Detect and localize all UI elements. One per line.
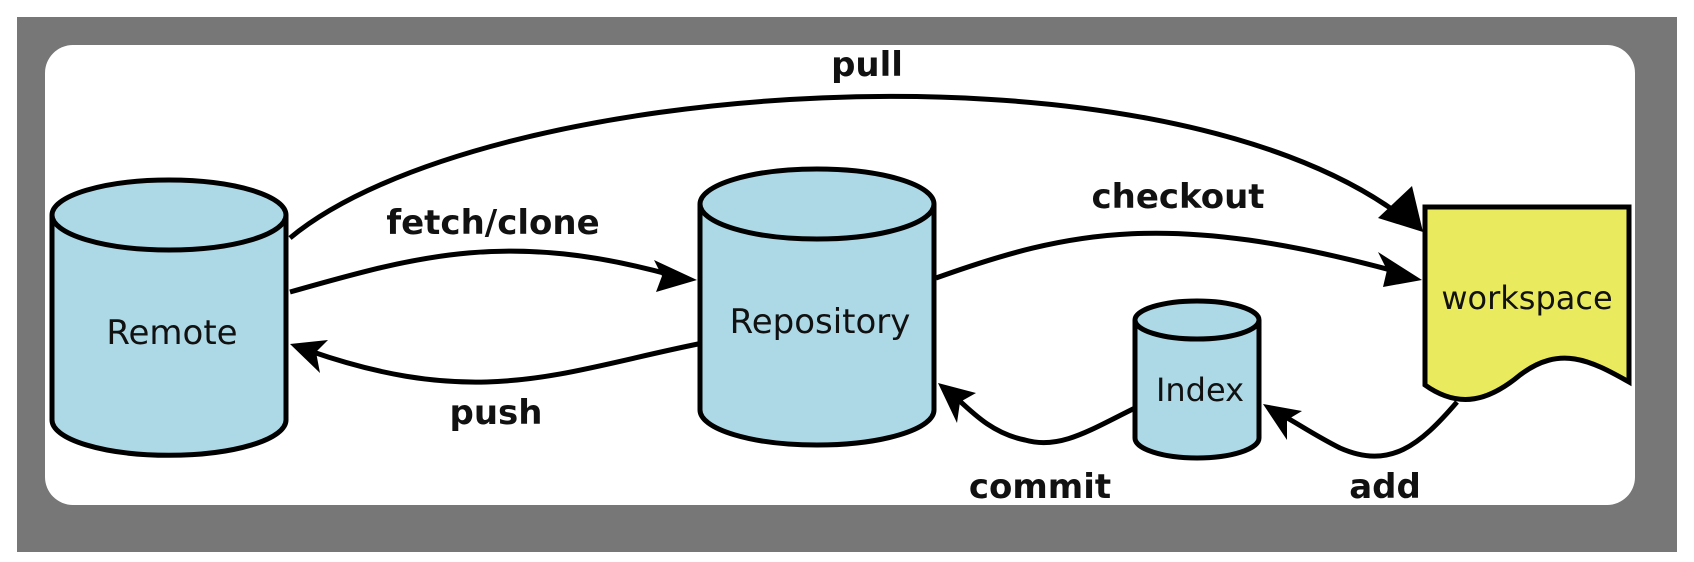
arrowhead-add xyxy=(1263,404,1302,440)
edge-commit xyxy=(938,383,1137,446)
edge-fetch-clone xyxy=(289,248,697,295)
edge-pull xyxy=(288,93,1423,240)
node-workspace xyxy=(1422,204,1632,402)
node-repository xyxy=(697,166,937,448)
edge-label-commit: commit xyxy=(969,467,1111,507)
arrowhead-commit xyxy=(938,383,976,423)
arrowhead-pull xyxy=(1378,186,1423,232)
edge-add xyxy=(1263,400,1459,459)
edge-push xyxy=(290,340,699,385)
node-remote xyxy=(49,177,289,458)
node-index xyxy=(1132,298,1262,461)
node-index-label: Index xyxy=(1156,371,1244,409)
edge-label-fetch-clone: fetch/clone xyxy=(386,203,599,243)
arrowhead-push xyxy=(290,340,328,373)
edge-checkout xyxy=(935,230,1422,287)
edge-label-pull: pull xyxy=(831,45,903,85)
arrowhead-checkout xyxy=(1378,252,1422,287)
edge-label-push: push xyxy=(450,393,543,433)
node-repository-label: Repository xyxy=(730,302,911,342)
edge-label-add: add xyxy=(1349,467,1421,507)
node-remote-label: Remote xyxy=(106,313,237,353)
node-workspace-label: workspace xyxy=(1441,279,1612,317)
arrowhead-fetch-clone xyxy=(654,260,697,292)
edge-label-checkout: checkout xyxy=(1091,177,1264,217)
